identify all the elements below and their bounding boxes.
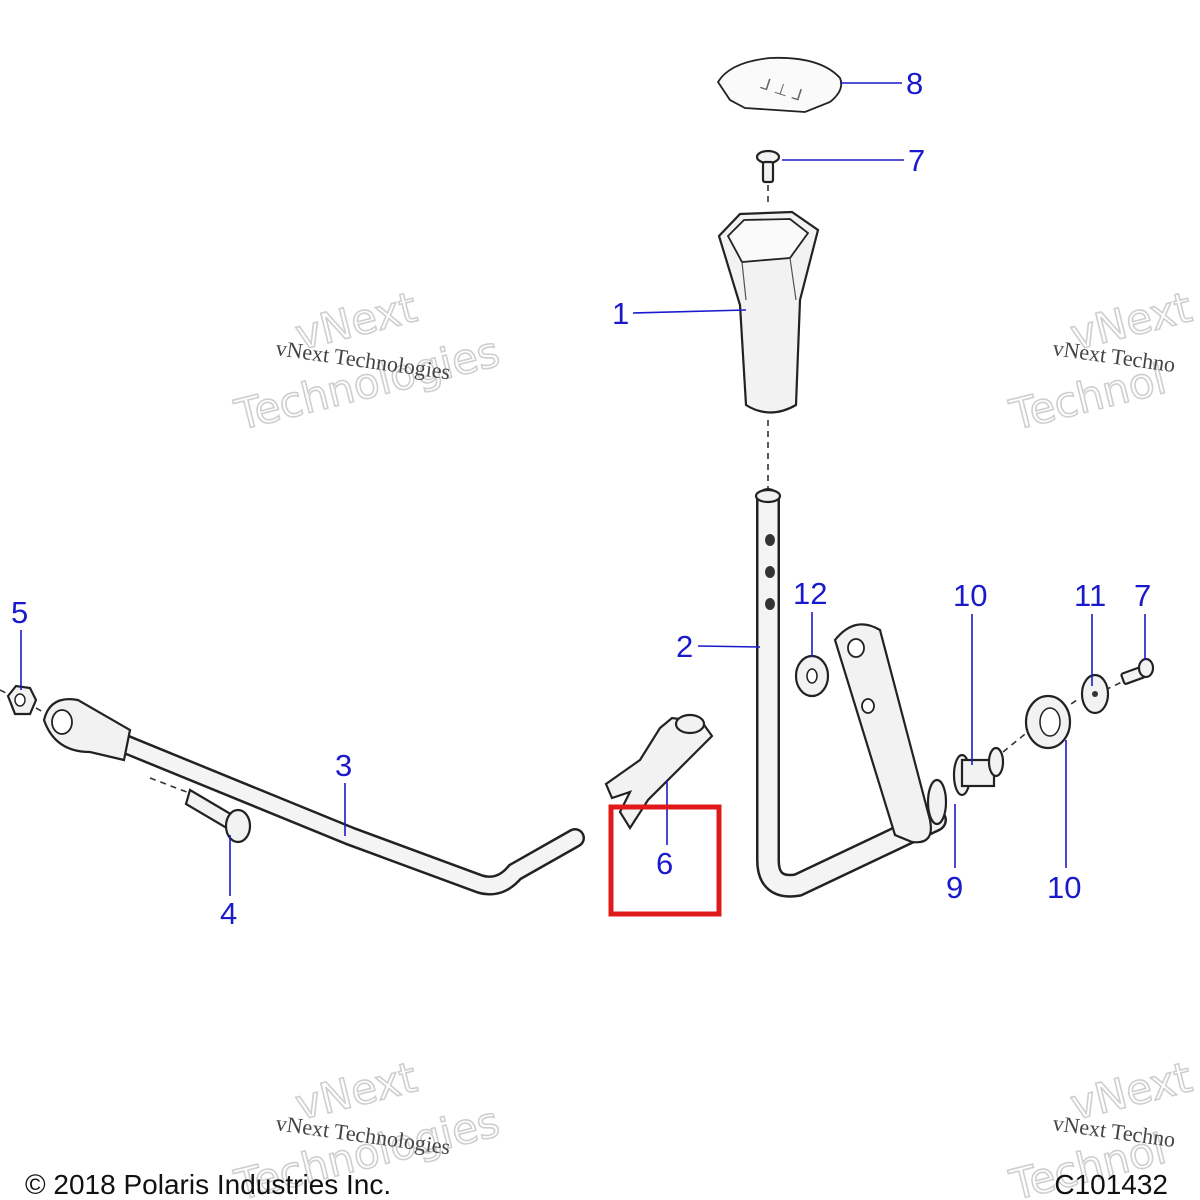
callout-7-right[interactable]: 7: [1134, 578, 1151, 613]
part-6-clip: [604, 713, 714, 831]
callout-5[interactable]: 5: [11, 595, 28, 630]
callout-10-top[interactable]: 10: [953, 578, 987, 613]
callout-1[interactable]: 1: [612, 296, 629, 331]
part-2-lever: [754, 488, 947, 898]
part-9-washer: [926, 778, 948, 826]
part-10-spacer-left: [952, 746, 1005, 797]
callout-10-bottom[interactable]: 10: [1047, 870, 1081, 905]
callout-6[interactable]: 6: [656, 846, 673, 881]
copyright-text: © 2018 Polaris Industries Inc.: [25, 1169, 391, 1200]
part-10-bushing-right: [1024, 694, 1072, 750]
assembly-axis: [0, 689, 9, 695]
part-1-knob: [717, 210, 820, 414]
callout-9[interactable]: 9: [946, 870, 963, 905]
callout-7-top[interactable]: 7: [908, 143, 925, 178]
figure-code: C101432: [1054, 1169, 1168, 1200]
part-5-nut: [6, 684, 38, 716]
part-7-screw-right: [1120, 657, 1155, 685]
watermark-top-right: vNext Technol vNext Techno: [1004, 282, 1197, 441]
part-8-cap: ⅃ ⊥ ⅃: [716, 56, 843, 113]
part-4-bolt: [184, 788, 252, 844]
callout-12[interactable]: 12: [793, 576, 827, 611]
callout-3[interactable]: 3: [335, 748, 352, 783]
callout-8[interactable]: 8: [906, 66, 923, 101]
leader-lines: [20, 82, 1146, 896]
watermark-big-line2: Technologies: [230, 327, 505, 440]
part-6-highlight-box: [608, 804, 722, 917]
callout-2[interactable]: 2: [676, 629, 693, 664]
callout-labels: 1 2 3 4 5 6 7 7 8 9 10 10 11 12: [11, 66, 1151, 931]
assembly-axis: [1002, 729, 1031, 753]
part-7-screw-top: [755, 149, 781, 184]
callout-11[interactable]: 11: [1074, 578, 1106, 613]
part-11-washer: [1080, 673, 1110, 715]
part-12-washer: [794, 654, 830, 698]
part-3-linkage-rod: [42, 698, 585, 896]
callout-4[interactable]: 4: [220, 896, 237, 931]
bracket-plate: [833, 623, 932, 844]
watermark-top-left: vNext Technologies vNext Technologies: [229, 282, 505, 441]
assembly-axis: [149, 777, 193, 795]
